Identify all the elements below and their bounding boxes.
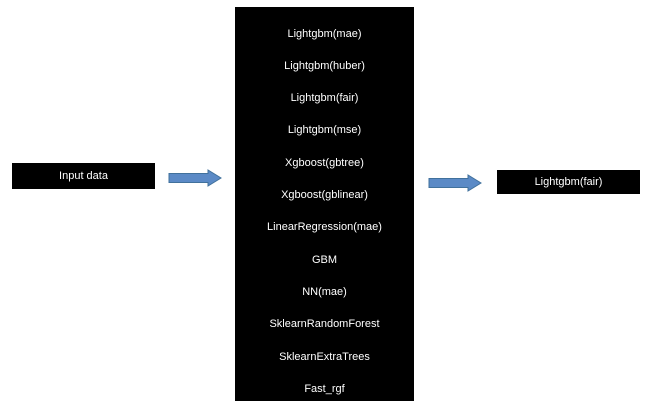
- output-model-box: Lightgbm(fair): [497, 170, 640, 194]
- models-panel: Lightgbm(mae) Lightgbm(huber) Lightgbm(f…: [235, 7, 414, 401]
- model-item: Lightgbm(mae): [287, 28, 362, 40]
- output-model-label: Lightgbm(fair): [534, 176, 603, 188]
- input-data-box: Input data: [12, 163, 155, 189]
- model-item: Fast_rgf: [304, 383, 345, 395]
- model-item: NN(mae): [302, 286, 347, 298]
- model-item: Lightgbm(huber): [284, 60, 365, 72]
- model-item: SklearnRandomForest: [269, 318, 380, 330]
- model-item: Lightgbm(fair): [290, 92, 359, 104]
- model-item: LinearRegression(mae): [267, 221, 382, 233]
- right-arrow-icon: [428, 174, 482, 192]
- input-data-label: Input data: [59, 170, 108, 182]
- model-item: Xgboost(gblinear): [281, 189, 368, 201]
- model-item: SklearnExtraTrees: [279, 351, 370, 363]
- model-item: Lightgbm(mse): [287, 124, 362, 136]
- right-arrow-icon: [168, 169, 222, 187]
- model-item: GBM: [311, 254, 338, 266]
- model-item: Xgboost(gbtree): [285, 157, 364, 169]
